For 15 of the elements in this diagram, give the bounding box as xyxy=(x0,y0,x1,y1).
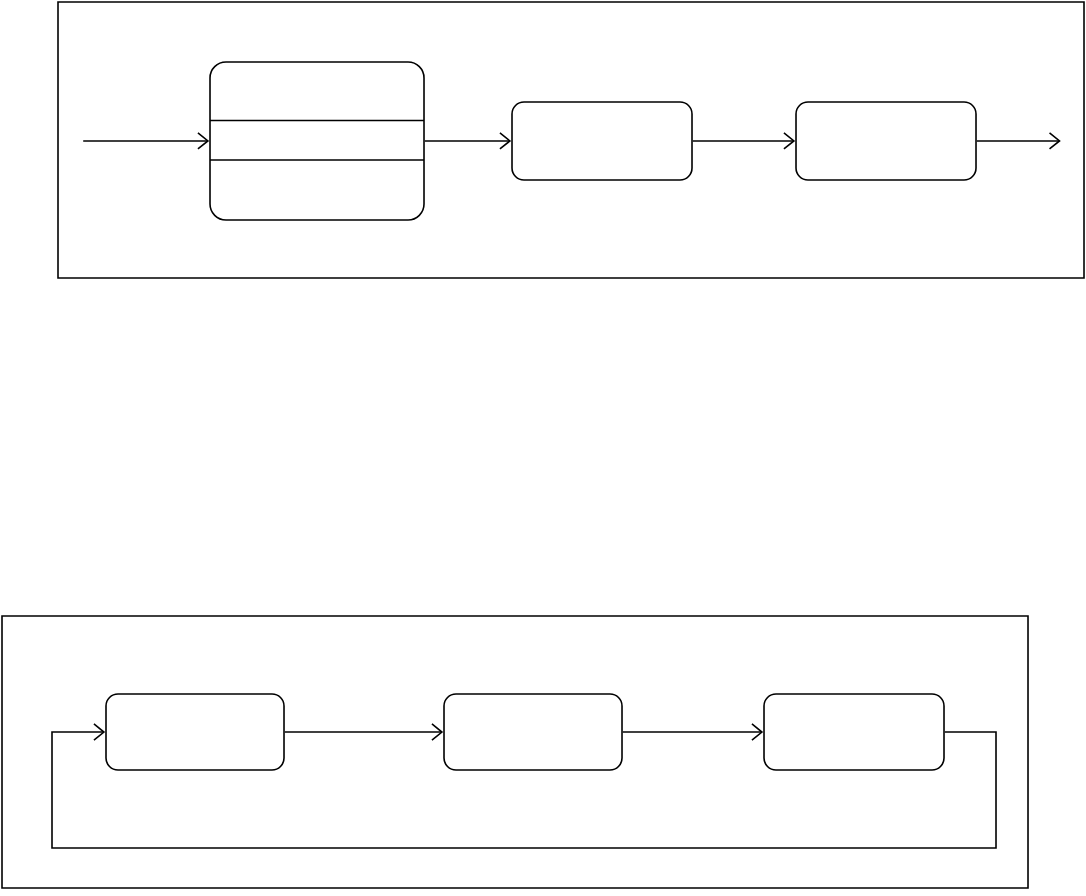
panel-frame xyxy=(1,615,1029,889)
arrow xyxy=(622,723,764,741)
state-box xyxy=(763,693,945,771)
panel-frame xyxy=(57,1,1085,279)
state-box xyxy=(511,101,693,181)
arrow xyxy=(976,132,1061,150)
compartment-box xyxy=(209,61,425,221)
arrow xyxy=(51,723,997,849)
state-box xyxy=(105,693,285,771)
arrow xyxy=(424,132,512,150)
arrow xyxy=(692,132,796,150)
state-box xyxy=(795,101,977,181)
arrow xyxy=(82,132,210,150)
state-box xyxy=(443,693,623,771)
arrow xyxy=(284,723,444,741)
